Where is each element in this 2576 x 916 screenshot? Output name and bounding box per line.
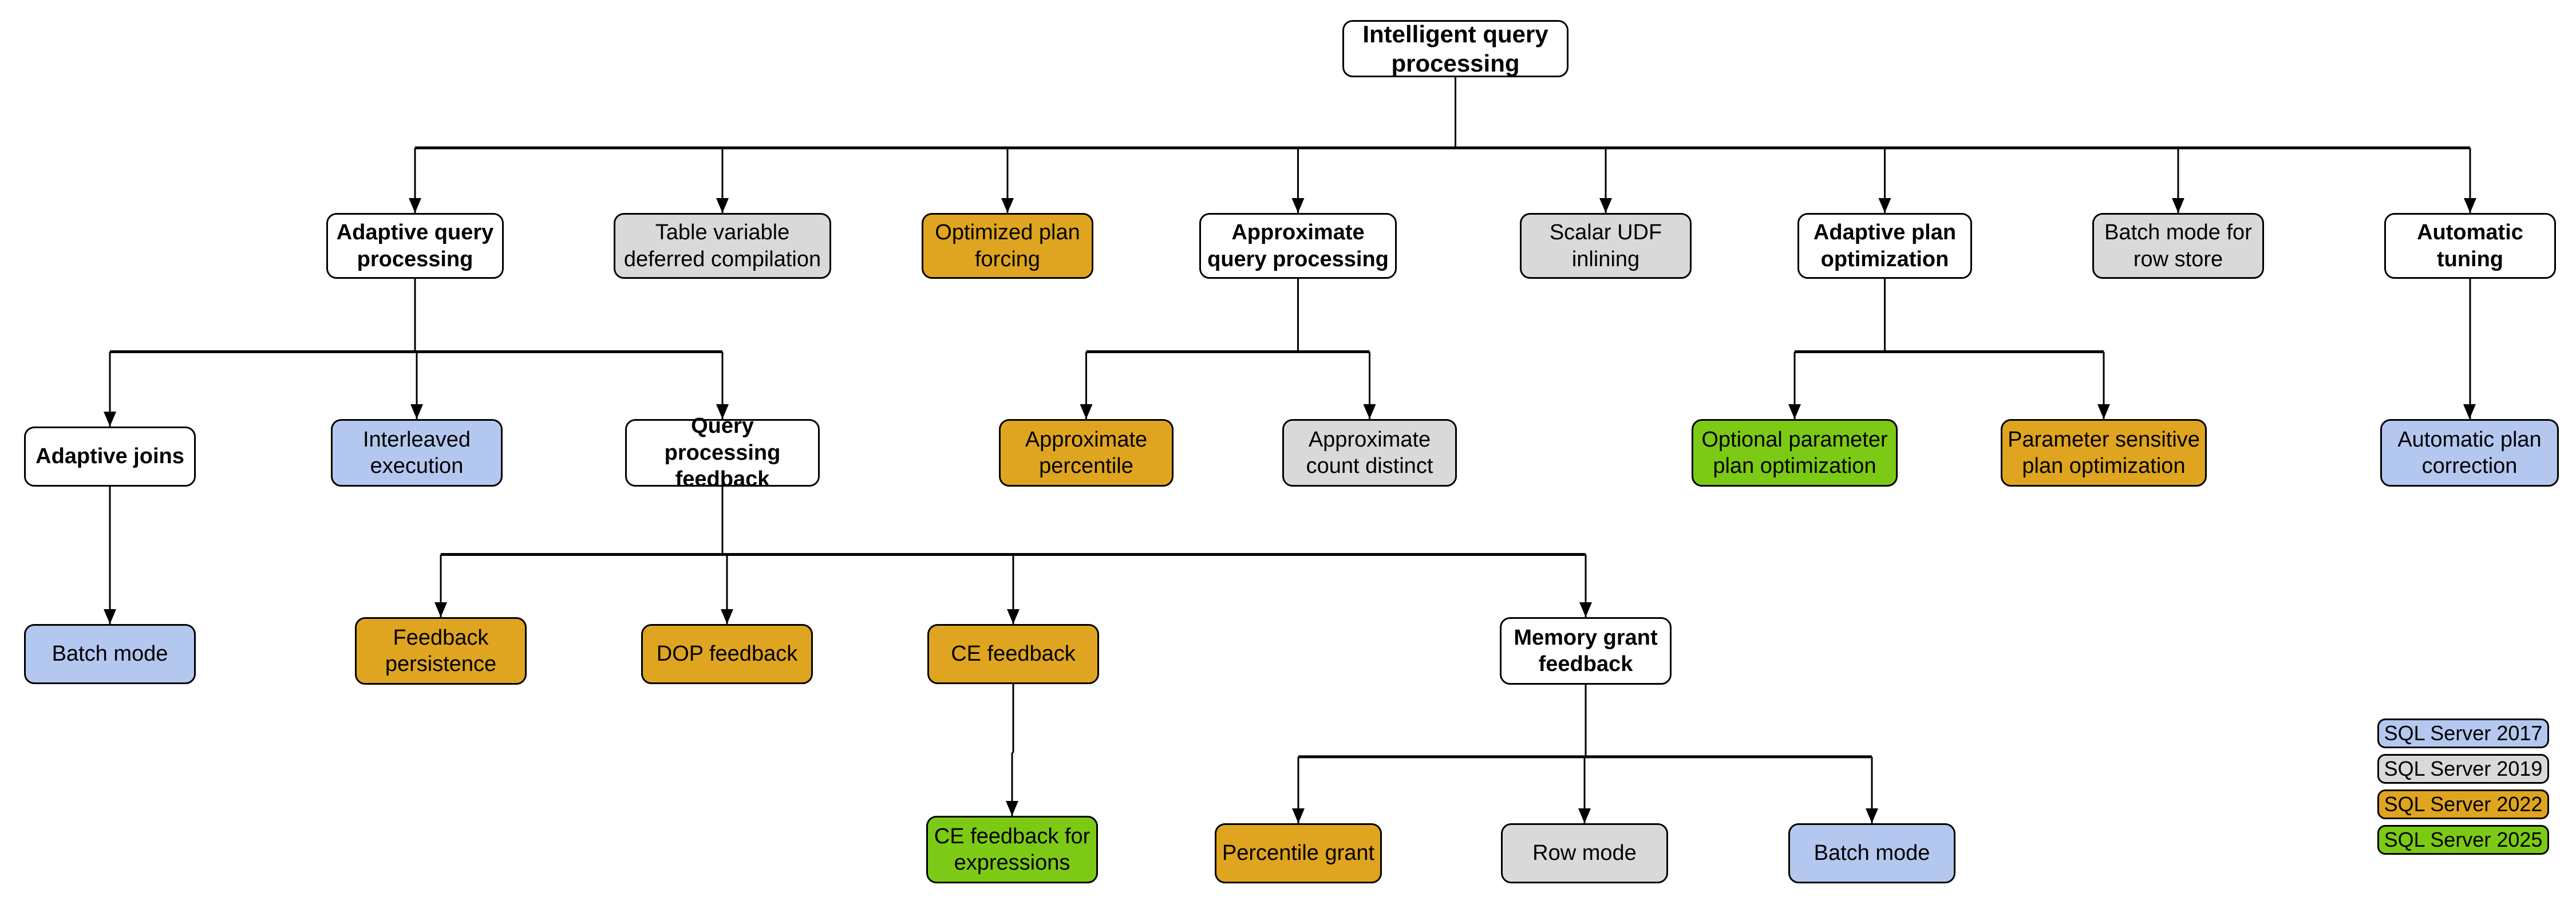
node-approximate-query-processing[interactable]: Approximate query processing	[1199, 213, 1397, 279]
node-approximate-percentile[interactable]: Approximate percentile	[999, 419, 1174, 487]
node-memory-grant-feedback[interactable]: Memory grant feedback	[1500, 617, 1672, 685]
node-root[interactable]: Intelligent query processing	[1342, 20, 1568, 77]
node-adaptive-query-processing[interactable]: Adaptive query processing	[326, 213, 504, 279]
legend-sql-server-2022: SQL Server 2022	[2377, 789, 2549, 819]
node-query-processing-feedback[interactable]: Query processing feedback	[625, 414, 820, 491]
legend-sql-server-2017: SQL Server 2017	[2377, 718, 2549, 748]
node-interleaved-execution[interactable]: Interleaved execution	[331, 419, 503, 487]
node-feedback-persistence[interactable]: Feedback persistence	[355, 617, 527, 685]
node-optional-parameter-plan-optimization[interactable]: Optional parameter plan optimization	[1692, 419, 1898, 487]
node-adaptive-plan-optimization[interactable]: Adaptive plan optimization	[1797, 213, 1972, 279]
node-batch-mode-aj[interactable]: Batch mode	[24, 624, 196, 684]
node-optimized-plan-forcing[interactable]: Optimized plan forcing	[922, 213, 1093, 279]
node-approximate-count-distinct[interactable]: Approximate count distinct	[1282, 419, 1457, 487]
node-ce-feedback[interactable]: CE feedback	[927, 624, 1099, 684]
node-dop-feedback[interactable]: DOP feedback	[641, 624, 813, 684]
node-adaptive-joins[interactable]: Adaptive joins	[24, 427, 196, 487]
node-scalar-udf-inlining[interactable]: Scalar UDF inlining	[1520, 213, 1692, 279]
node-batch-mode-for-row-store[interactable]: Batch mode for row store	[2092, 213, 2264, 279]
node-row-mode[interactable]: Row mode	[1501, 823, 1668, 883]
node-percentile-grant[interactable]: Percentile grant	[1215, 823, 1382, 883]
node-table-variable-deferred-compilation[interactable]: Table variable deferred compilation	[614, 213, 831, 279]
legend-sql-server-2019: SQL Server 2019	[2377, 754, 2549, 784]
node-parameter-sensitive-plan-optimization[interactable]: Parameter sensitive plan optimization	[2001, 419, 2207, 487]
node-automatic-tuning[interactable]: Automatic tuning	[2384, 213, 2556, 279]
node-ce-feedback-for-expressions[interactable]: CE feedback for expressions	[926, 816, 1098, 883]
node-batch-mode-mgf[interactable]: Batch mode	[1788, 823, 1955, 883]
node-automatic-plan-correction[interactable]: Automatic plan correction	[2380, 419, 2559, 487]
legend-sql-server-2025: SQL Server 2025	[2377, 825, 2549, 855]
